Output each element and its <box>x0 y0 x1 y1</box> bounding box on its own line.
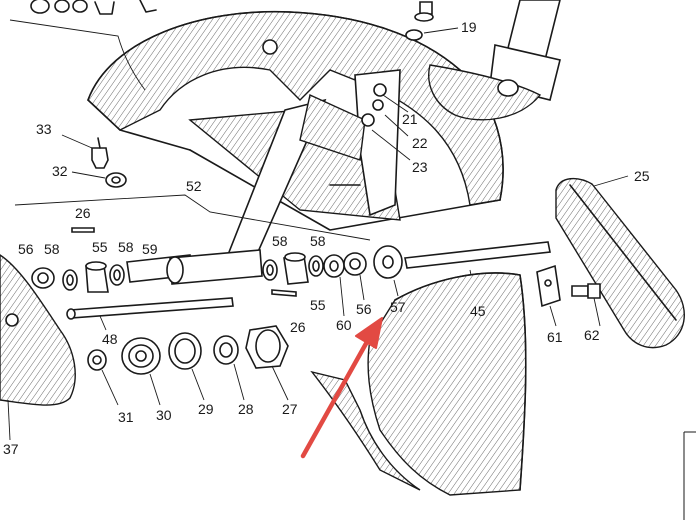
page-edge <box>683 431 696 520</box>
label-45: 45 <box>470 303 486 319</box>
stay-59 <box>126 249 263 285</box>
fork-leg <box>428 0 561 121</box>
label-22: 22 <box>412 135 428 151</box>
bolt-19 <box>405 1 459 41</box>
bolt-62 <box>571 283 601 327</box>
label-61: 61 <box>547 329 563 345</box>
cap-27 <box>245 325 289 401</box>
label-32: 32 <box>52 163 68 179</box>
label-57: 57 <box>390 299 406 315</box>
label-26-right: 26 <box>290 319 306 335</box>
label-48: 48 <box>102 331 118 347</box>
label-25: 25 <box>634 168 650 184</box>
mudguard-stay <box>218 39 401 277</box>
screw-33 <box>61 134 109 169</box>
nut-plate-61 <box>536 264 561 327</box>
label-59: 59 <box>142 241 158 257</box>
label-21: 21 <box>402 111 418 127</box>
pin-26b <box>271 289 297 297</box>
top-small-parts <box>30 0 157 15</box>
label-28: 28 <box>238 401 254 417</box>
highlight-arrow <box>300 317 383 459</box>
label-56-right: 56 <box>356 301 372 317</box>
label-60: 60 <box>336 317 352 333</box>
label-23: 23 <box>412 159 428 175</box>
label-55-left: 55 <box>92 239 108 255</box>
pin-26a <box>71 227 95 233</box>
nut-28 <box>213 335 245 401</box>
label-55-right: 55 <box>310 297 326 313</box>
ring-29 <box>168 332 205 401</box>
plate-25 <box>555 175 685 349</box>
axle-48 <box>66 297 234 331</box>
washer-31 <box>87 349 119 406</box>
label-31: 31 <box>118 409 134 425</box>
label-58-d: 58 <box>310 233 326 249</box>
label-56-left: 56 <box>18 241 34 257</box>
label-26-left: 26 <box>75 205 91 221</box>
fork-lug-37 <box>0 254 76 441</box>
label-37: 37 <box>3 441 19 457</box>
label-58-a: 58 <box>44 241 60 257</box>
part-labels: 19 21 22 23 25 26 26 27 28 29 30 31 32 3… <box>3 19 650 457</box>
washer-57 <box>373 245 403 297</box>
label-19: 19 <box>461 19 477 35</box>
label-30: 30 <box>156 407 172 423</box>
bearing-30 <box>121 337 161 406</box>
label-58-c: 58 <box>272 233 288 249</box>
label-62: 62 <box>584 327 600 343</box>
label-58-b: 58 <box>118 239 134 255</box>
spacer-group-left <box>31 261 125 293</box>
spacer-group-right <box>262 252 367 317</box>
label-29: 29 <box>198 401 214 417</box>
label-27: 27 <box>282 401 298 417</box>
washer-32 <box>71 171 127 188</box>
label-52: 52 <box>186 178 202 194</box>
label-33: 33 <box>36 121 52 137</box>
lower-mudguard <box>310 272 527 496</box>
